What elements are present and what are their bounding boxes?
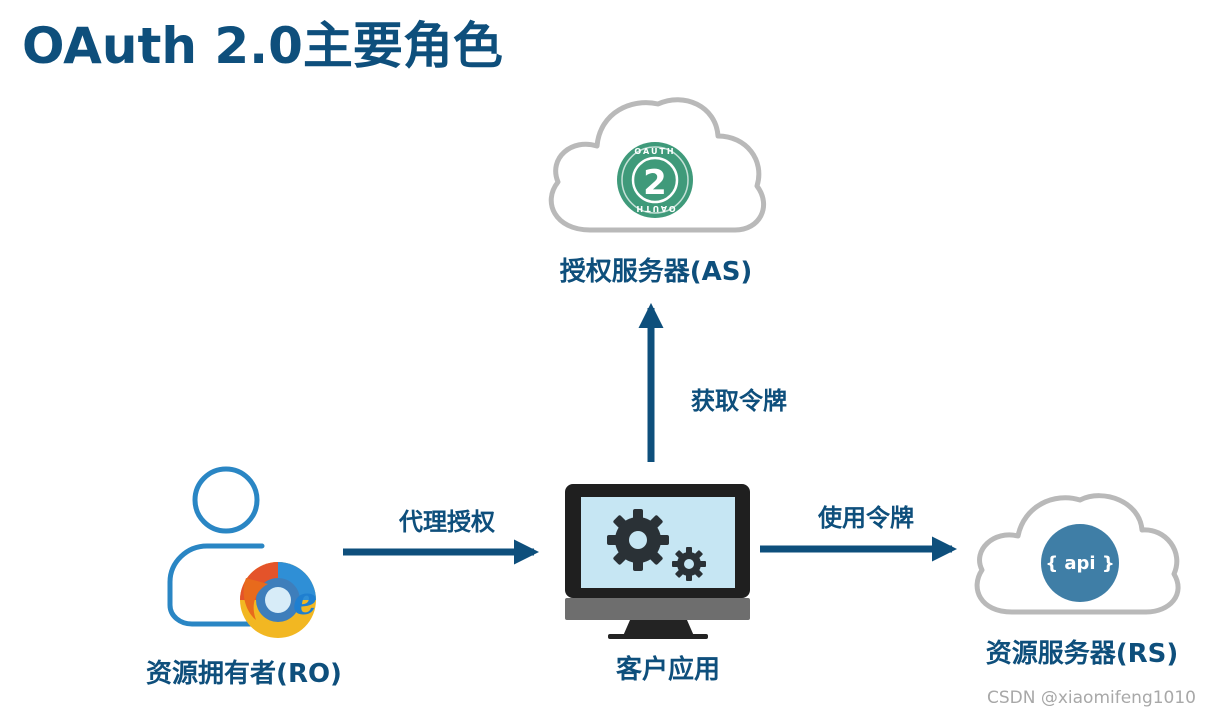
- page-title: OAuth 2.0主要角色: [22, 17, 503, 75]
- delegate-label: 代理授权: [399, 508, 495, 536]
- api-badge-text: { api }: [1045, 553, 1114, 574]
- auth-server-cloud-icon: 2 OAUTH OAUTH: [548, 97, 767, 233]
- browser-icons: e: [240, 562, 317, 638]
- client-label: 客户应用: [615, 655, 721, 685]
- oauth-badge-text-bottom: OAUTH: [634, 204, 675, 213]
- use-token-label: 使用令牌: [818, 504, 914, 532]
- resource-server-cloud-icon: { api }: [974, 493, 1181, 615]
- resource-owner-label: 资源拥有者(RO): [146, 659, 342, 689]
- api-badge-icon: { api }: [1041, 524, 1119, 602]
- svg-text:e: e: [293, 578, 317, 623]
- oauth-badge-number: 2: [643, 163, 667, 203]
- oauth-badge-icon: 2 OAUTH OAUTH: [617, 142, 693, 218]
- get-token-label: 获取令牌: [691, 387, 787, 415]
- auth-server-label: 授权服务器(AS): [559, 257, 753, 287]
- gears-icon: [607, 509, 706, 581]
- user-icon: [167, 466, 265, 627]
- resource-server-label: 资源服务器(RS): [985, 639, 1179, 669]
- oauth-badge-text: OAUTH: [634, 147, 675, 156]
- watermark: CSDN @xiaomifeng1010: [986, 688, 1196, 708]
